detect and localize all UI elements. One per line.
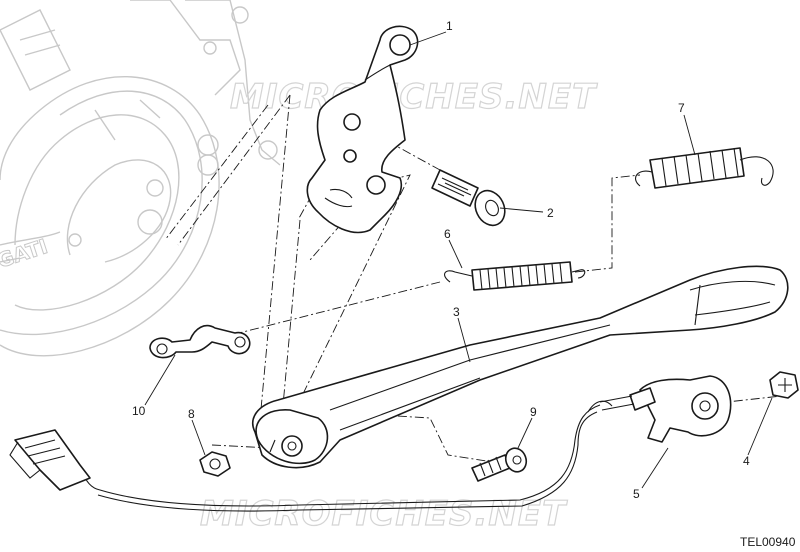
part-7-spring bbox=[635, 147, 774, 189]
part-1-bracket bbox=[306, 25, 419, 234]
watermark-top: MICROFICHES.NET bbox=[230, 77, 598, 117]
sensor-cable bbox=[9, 404, 601, 512]
part-5-sensor bbox=[587, 375, 732, 443]
part-9-stud-bolt bbox=[471, 447, 528, 482]
part-2-socket-bolt bbox=[431, 169, 506, 227]
leader-lines bbox=[144, 31, 773, 489]
part-8-nut bbox=[199, 451, 231, 477]
drawing-code: TEL00940 bbox=[740, 535, 796, 549]
callout-10: 10 bbox=[132, 404, 146, 418]
callout-4: 4 bbox=[743, 454, 750, 468]
part-10-clip bbox=[149, 324, 251, 359]
part-6-spring bbox=[444, 261, 586, 291]
callout-1: 1 bbox=[446, 19, 453, 33]
part-4-screw bbox=[769, 371, 799, 399]
svg-text:GATI: GATI bbox=[0, 234, 50, 273]
callout-5: 5 bbox=[633, 487, 640, 501]
callout-9: 9 bbox=[530, 405, 537, 419]
callout-8: 8 bbox=[188, 407, 195, 421]
callout-7: 7 bbox=[678, 101, 685, 115]
callout-6: 6 bbox=[444, 227, 451, 241]
callout-3: 3 bbox=[453, 305, 460, 319]
part-3-side-stand bbox=[252, 265, 789, 469]
callout-2: 2 bbox=[547, 206, 554, 220]
engine-cover-outline: GATI bbox=[0, 0, 281, 357]
